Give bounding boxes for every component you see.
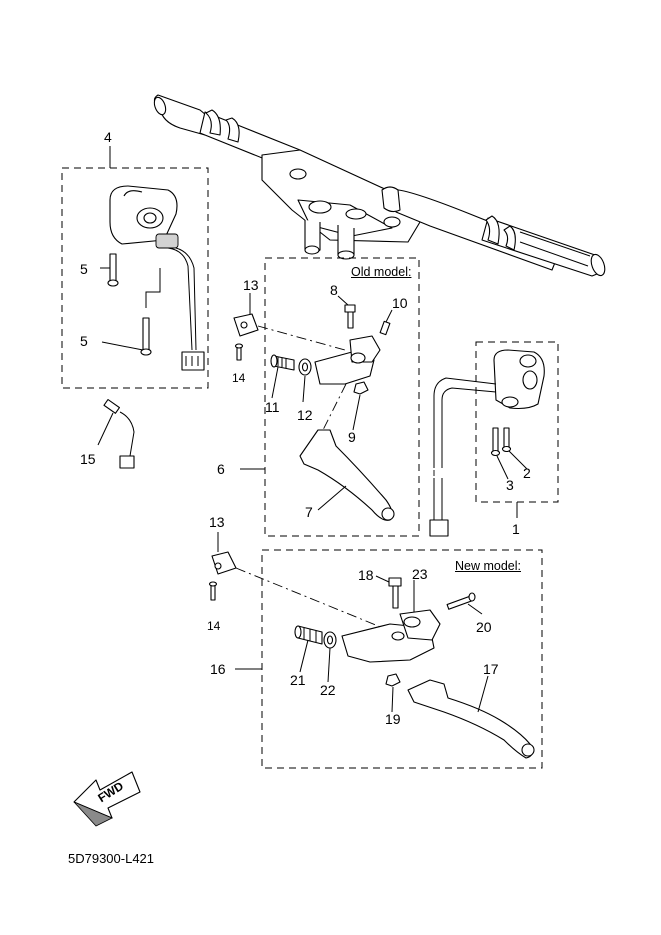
callout-15: 15 (80, 451, 96, 467)
callout-18: 18 (358, 567, 374, 583)
callout-22: 22 (320, 682, 336, 698)
callout-20: 20 (476, 619, 492, 635)
callout-3: 3 (506, 477, 514, 493)
right-switch-group (429, 341, 559, 537)
new-model-group (208, 532, 543, 769)
diagram-code: 5D79300-L421 (68, 851, 155, 866)
callout-4: 4 (104, 129, 112, 145)
callout-8: 8 (330, 282, 338, 298)
callout-23: 23 (412, 566, 428, 582)
callout-5b: 5 (80, 333, 88, 349)
callout-17: 17 (483, 661, 499, 677)
sensor-lead-15 (97, 398, 135, 469)
callout-9: 9 (348, 429, 356, 445)
fwd-arrow (73, 771, 141, 827)
callout-2: 2 (523, 465, 531, 481)
callout-12: 12 (297, 407, 313, 423)
left-switch-group (61, 146, 209, 389)
callout-7: 7 (305, 504, 313, 520)
callout-14a: 14 (232, 371, 246, 385)
callout-13a: 13 (243, 277, 259, 293)
callout-11: 11 (265, 399, 280, 415)
callout-13b: 13 (209, 514, 225, 530)
callout-14b: 14 (207, 619, 221, 633)
callout-1: 1 (512, 521, 520, 537)
handlebar-drawing (153, 94, 606, 277)
callout-5a: 5 (80, 261, 88, 277)
callout-21: 21 (290, 672, 306, 688)
new-model-caption: New model: (455, 559, 521, 573)
old-model-caption: Old model: (351, 265, 412, 279)
callout-10: 10 (392, 295, 408, 311)
callout-6: 6 (217, 461, 225, 477)
callout-16: 16 (210, 661, 226, 677)
callout-19: 19 (385, 711, 401, 727)
old-model-group (233, 257, 420, 537)
